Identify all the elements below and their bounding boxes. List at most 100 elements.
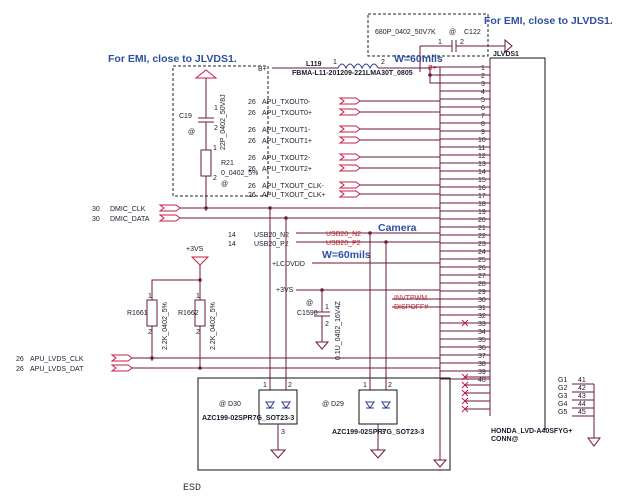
- sheet-ref: 26: [16, 356, 24, 363]
- gnd-pin-number: 44: [578, 401, 586, 408]
- pin-label: 34: [478, 329, 486, 336]
- lcdvdd-wire: [312, 251, 441, 275]
- net-dmic-data: DMIC_DATA: [110, 216, 150, 223]
- c1590-value: 0.1U_0402_16V4Z: [335, 301, 342, 360]
- pin-label: 20: [478, 217, 486, 224]
- c1590-pin1: 1: [325, 304, 329, 311]
- pin-label: 26: [478, 265, 486, 272]
- connector-ref: JLVDS1: [493, 51, 519, 58]
- gnd-pin-label: G2: [558, 385, 567, 392]
- pin-label: 37: [478, 353, 486, 360]
- sheet-ref: 26: [248, 138, 256, 145]
- d30-pin2: 2: [288, 382, 292, 389]
- pin-label: 9: [481, 129, 485, 136]
- pin-label: 39: [478, 369, 486, 376]
- d30-pin1: 1: [263, 382, 267, 389]
- c122-value: 680P_0402_50V7K: [375, 29, 436, 36]
- net-3vs-b: +3VS: [276, 287, 294, 294]
- usb-wires: [296, 232, 440, 243]
- pin-label: 36: [478, 345, 486, 352]
- pin-label: 25: [478, 257, 486, 264]
- c1590-assembly: @: [306, 300, 313, 307]
- c122-assembly: @: [449, 29, 456, 36]
- c19-symbol: [198, 117, 214, 123]
- pin-label: 1: [481, 65, 485, 72]
- pin-label: 23: [478, 241, 486, 248]
- pin-label: 33: [478, 321, 486, 328]
- r1662-ref: R1662: [178, 310, 199, 317]
- net-usb-n2: USB20_N2: [254, 232, 289, 239]
- sheet-ref: 14: [228, 232, 236, 239]
- connector-assembly: CONN@: [491, 436, 519, 443]
- bplus-left-label: B+: [258, 66, 267, 73]
- net-usb-p2-red: USB20_P2: [326, 240, 361, 247]
- c1590-symbol: [314, 290, 330, 342]
- r1661-body: [146, 299, 158, 327]
- l119-ref: L119: [306, 61, 322, 68]
- pin-label: 16: [478, 185, 486, 192]
- l119-coil: [337, 63, 379, 70]
- r21-body: [200, 149, 212, 177]
- gnd-pin-label: G3: [558, 393, 567, 400]
- pin-label: 15: [478, 177, 486, 184]
- d29-diodes: [365, 401, 391, 409]
- sheet-ref: 26: [248, 127, 256, 134]
- net-usb-p2: USB20_P2: [254, 241, 289, 248]
- c122-gnd-arrow: [504, 38, 513, 54]
- pin-label: 13: [478, 161, 486, 168]
- invt-wires: [392, 298, 440, 308]
- r21-value: 0_0402_5%: [221, 170, 258, 177]
- pin-label: 28: [478, 281, 486, 288]
- sheet-ref: 26: [248, 183, 256, 190]
- sheet-ref: 26: [248, 155, 256, 162]
- d29-pin1: 1: [363, 382, 367, 389]
- pin-label: 11: [478, 145, 485, 152]
- r1661-ref: R1661: [127, 310, 148, 317]
- l119-pin2: 2: [381, 59, 385, 66]
- net-txout1-plus: APU_TXOUT1+: [262, 138, 312, 145]
- sheet-ref: 26: [248, 110, 256, 117]
- width-note-top: W=60mils: [394, 53, 443, 65]
- c1590-pin2: 2: [325, 321, 329, 328]
- c19-vcc-arrow: [194, 69, 218, 79]
- r1661-pin2: 2: [148, 329, 152, 336]
- emi-box-left: [172, 65, 269, 197]
- pin-label: 6: [481, 105, 485, 112]
- camera-note: Camera: [378, 222, 417, 234]
- gnd-pin-label: G4: [558, 401, 567, 408]
- r21-ref: R21: [221, 160, 234, 167]
- net-txout1-minus: APU_TXOUT1-: [262, 127, 311, 134]
- gnd-pin-number: 41: [578, 377, 586, 384]
- pin-label: 2: [481, 73, 485, 80]
- r1661-value: 2.2K_0402_5%: [162, 302, 169, 350]
- sheet-ref: 30: [92, 216, 100, 223]
- emi-note-left: For EMI, close to JLVDS1.: [108, 53, 237, 65]
- net-lcdvdd: +LCDVDD: [272, 261, 305, 268]
- pin-label: 27: [478, 273, 486, 280]
- d29-pin3: 3: [381, 429, 385, 436]
- d29-gnd: [369, 449, 387, 459]
- emi-box-right: [367, 13, 489, 57]
- connector-gnd: [432, 459, 448, 468]
- emi-note-right: For EMI, close to JLVDS1.: [484, 15, 613, 27]
- sheet-ref: 26: [248, 99, 256, 106]
- d29-pin2: 2: [388, 382, 392, 389]
- pullup-drops: [151, 326, 201, 369]
- no-connect-marks: [461, 319, 490, 413]
- pin-label: 8: [481, 121, 485, 128]
- c122-pin2: 2: [460, 39, 464, 46]
- r1661-pin1: 1: [148, 293, 152, 300]
- gnd-pin-label: G1: [558, 377, 567, 384]
- net-txout2-minus: APU_TXOUT2-: [262, 155, 311, 162]
- pin-label: 3: [481, 81, 485, 88]
- sheet-ref: 26: [248, 166, 256, 173]
- d30-gnd: [269, 449, 287, 459]
- d29-body: [358, 389, 398, 425]
- c1590-gnd: [314, 341, 330, 350]
- esd-label: ESD: [183, 483, 201, 494]
- pin-label: 22: [478, 233, 486, 240]
- pin-label: 10: [478, 137, 486, 144]
- pin-label: 7: [481, 113, 485, 120]
- pin-label: 19: [478, 209, 486, 216]
